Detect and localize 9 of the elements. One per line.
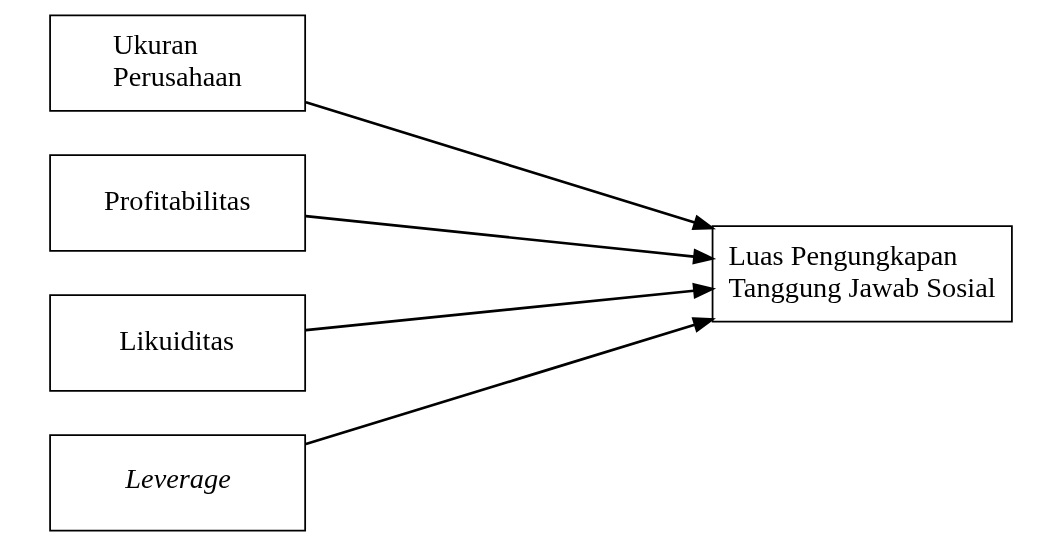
node-box: Luas Pengungkapan Tanggung Jawab Sosial xyxy=(711,225,1013,323)
node-box: Ukuran Perusahaan xyxy=(48,14,306,112)
arrow xyxy=(305,214,716,265)
node-box: Leverage xyxy=(48,434,306,532)
arrow xyxy=(305,317,716,446)
arrow xyxy=(305,100,716,231)
arrow xyxy=(305,282,716,332)
node-box: Likuiditas xyxy=(48,294,306,392)
node-box: Profitabilitas xyxy=(48,154,306,252)
